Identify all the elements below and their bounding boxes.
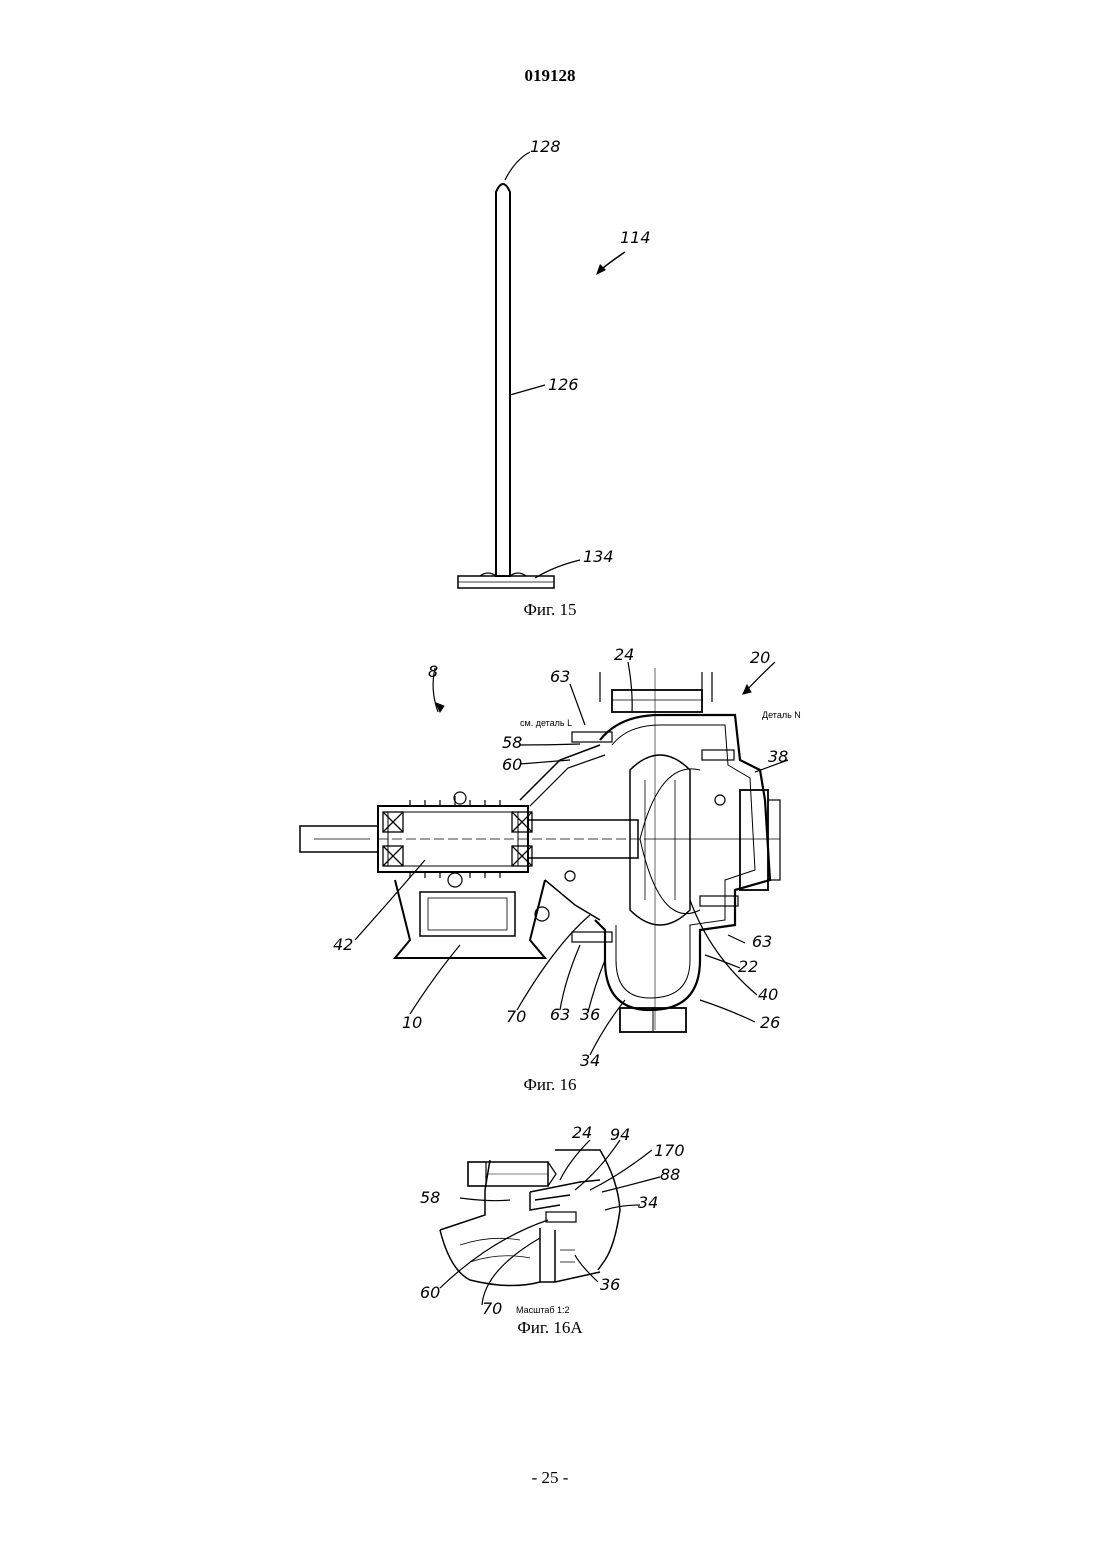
label-16a-60: 60 [420, 1283, 440, 1302]
label-20: 20 [750, 648, 770, 667]
label-63-right: 63 [752, 932, 772, 951]
figure-15-caption: Фиг. 15 [450, 600, 650, 620]
label-42: 42 [333, 935, 353, 954]
label-detail-n: Деталь N [762, 710, 801, 720]
page-number: - 25 - [0, 1468, 1100, 1488]
label-70: 70 [506, 1007, 526, 1026]
label-16a-170: 170 [654, 1141, 685, 1160]
label-34: 34 [580, 1051, 600, 1070]
label-114: 114 [620, 228, 651, 247]
figure-16a-caption: Фиг. 16А [450, 1318, 650, 1338]
figure-16a-drawing [440, 1140, 660, 1305]
figure-16-caption: Фиг. 16 [450, 1075, 650, 1095]
label-128: 128 [530, 137, 561, 156]
label-134: 134 [583, 547, 614, 566]
label-126: 126 [548, 375, 579, 394]
figure-15-drawing [458, 152, 625, 588]
label-40: 40 [758, 985, 778, 1004]
label-detail-l: см. деталь L [520, 718, 572, 728]
label-16a-88: 88 [660, 1165, 680, 1184]
label-16a-34: 34 [638, 1193, 658, 1212]
label-36: 36 [580, 1005, 600, 1024]
label-10: 10 [402, 1013, 422, 1032]
label-63-bottom: 63 [550, 1005, 570, 1024]
label-16a-70: 70 [482, 1299, 502, 1318]
label-22: 22 [738, 957, 758, 976]
label-58: 58 [502, 733, 522, 752]
label-60: 60 [502, 755, 522, 774]
label-24: 24 [614, 645, 634, 664]
label-26: 26 [760, 1013, 780, 1032]
label-38: 38 [768, 747, 788, 766]
label-16a-36: 36 [600, 1275, 620, 1294]
label-16a-24: 24 [572, 1123, 592, 1142]
label-16a-scale: Масштаб 1:2 [516, 1305, 570, 1315]
label-16a-58: 58 [420, 1188, 440, 1207]
label-63-top: 63 [550, 667, 570, 686]
label-8: 8 [428, 662, 438, 681]
label-16a-94: 94 [610, 1125, 630, 1144]
